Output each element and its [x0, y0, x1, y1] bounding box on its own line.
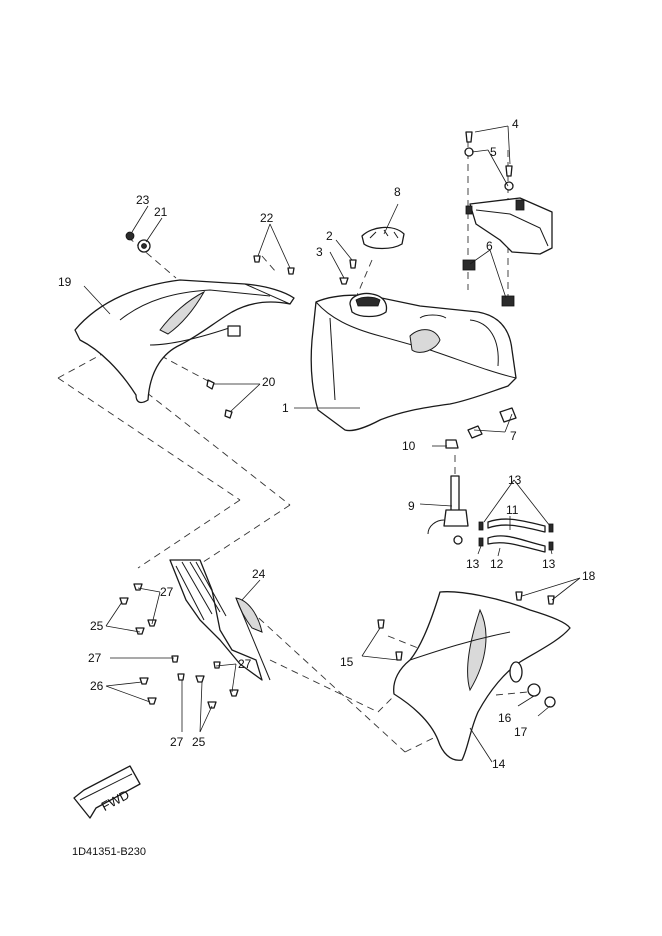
- callout-4: 4: [512, 117, 519, 131]
- shroud-fasteners: [119, 583, 239, 709]
- fwd-arrow: FWD: [73, 765, 141, 819]
- callout-1: 1: [282, 401, 289, 415]
- callout-3: 3: [316, 245, 323, 259]
- callout-22: 22: [260, 211, 274, 225]
- fuel-tank: [310, 292, 517, 432]
- callout-2: 2: [326, 229, 333, 243]
- callout-26: 26: [90, 679, 104, 693]
- callout-25-left: 25: [90, 619, 104, 633]
- callout-20: 20: [262, 375, 276, 389]
- right-side-cover: [377, 591, 571, 761]
- fuel-hoses: [478, 518, 554, 553]
- callout-18: 18: [582, 569, 596, 583]
- callout-27-d: 27: [238, 657, 252, 671]
- callout-27-a: 27: [160, 585, 174, 599]
- fasteners-19: [125, 231, 295, 419]
- callout-17: 17: [514, 725, 528, 739]
- callout-16: 16: [498, 711, 512, 725]
- leader-lines: [83, 125, 581, 763]
- fuel-cap: [361, 226, 405, 250]
- tank-clips: [445, 407, 517, 449]
- left-side-cover: [74, 279, 295, 404]
- callout-21: 21: [154, 205, 168, 219]
- callout-9: 9: [408, 499, 415, 513]
- callout-25-bottom: 25: [192, 735, 206, 749]
- callout-6: 6: [486, 239, 493, 253]
- callout-15: 15: [340, 655, 354, 669]
- callout-labels: 1 2 3 4 5 6 7 8 9 10 11 12 13 13 13 13 1…: [58, 117, 596, 771]
- callout-27-c: 27: [170, 735, 184, 749]
- callout-7: 7: [510, 429, 517, 443]
- tank-screws: [339, 259, 357, 285]
- fuel-cock: [427, 475, 469, 545]
- callout-11: 11: [506, 503, 519, 517]
- callout-13-left: 13: [466, 557, 480, 571]
- callout-14: 14: [492, 757, 506, 771]
- callout-5: 5: [490, 145, 497, 159]
- callout-10: 10: [402, 439, 416, 453]
- shroud-fin: [169, 559, 271, 681]
- callout-13-right: 13: [542, 557, 556, 571]
- callout-23: 23: [136, 193, 150, 207]
- diagram-code: 1D41351-B230: [72, 846, 147, 858]
- callout-19: 19: [58, 275, 72, 289]
- callout-8: 8: [394, 185, 401, 199]
- callout-13-top: 13: [508, 473, 522, 487]
- callout-27-b: 27: [88, 651, 102, 665]
- callout-12: 12: [490, 557, 504, 571]
- tank-bracket: [462, 131, 553, 307]
- callout-24: 24: [252, 567, 266, 581]
